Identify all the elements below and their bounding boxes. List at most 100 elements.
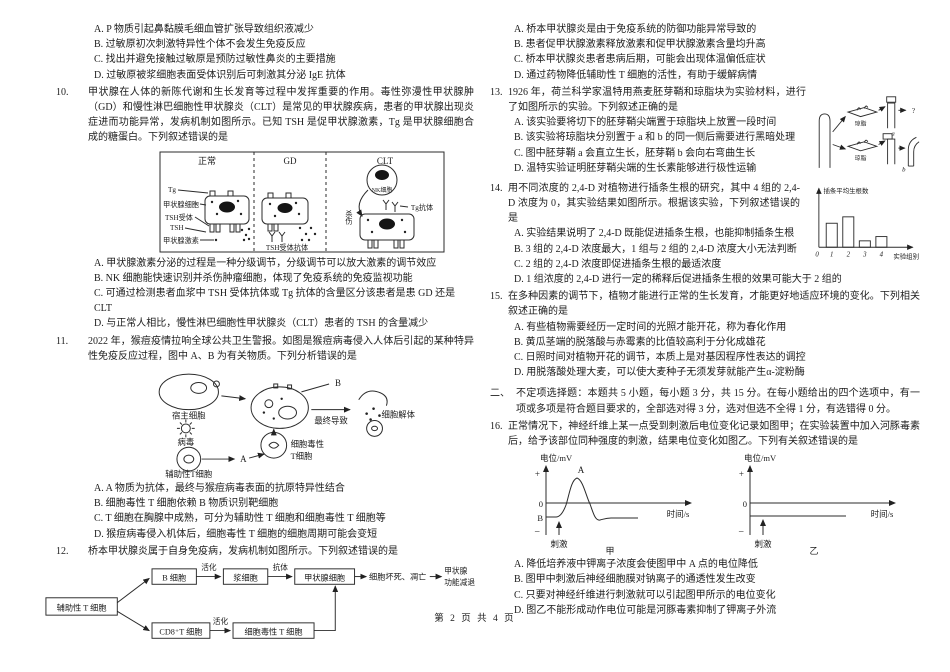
question-stem: 1926 年，荷兰科学家温特用燕麦胚芽鞘和琼脂块为实验材料，进行了如图所示的实验… xyxy=(508,86,806,114)
question-number: 13. xyxy=(490,86,503,98)
plus-label: + xyxy=(535,469,540,479)
question-14: 14. 插条平均生根数 实验组别 0 1 2 3 4 用不同浓度的 2, xyxy=(486,181,920,287)
question-number: 11. xyxy=(56,335,69,347)
graph-yi: 电位/mV + 0 − 时间/s 刺激 乙 xyxy=(738,453,896,555)
flow-cytotoxic-t: 细胞毒性 T 细胞 xyxy=(244,626,302,636)
stimulus-label: 刺激 xyxy=(754,539,772,549)
tg-label: Tg xyxy=(168,186,176,194)
substance-b-label: B xyxy=(335,378,341,388)
cell-lysis-label: 细胞解体 xyxy=(382,410,416,420)
thyroid-hormone-label: 甲状腺激素 xyxy=(163,236,199,245)
flow-activate-1: 活化 xyxy=(201,562,217,572)
option-c: C. 找出并避免接触过敏原是预防过敏性鼻炎的主要措施 xyxy=(94,54,336,66)
option-a: A. 降低培养液中钾离子浓度会使图甲中 A 点的电位降低 xyxy=(514,559,758,571)
question-stem: 甲状腺在人体的新陈代谢和生长发育等过程中发挥重要的作用。毒性弥漫性甲状腺肿（GD… xyxy=(88,86,474,144)
question-number: 15. xyxy=(490,291,503,303)
option-c: C. 只要对神经纤维进行刺激就可以引起图甲所示的电位变化 xyxy=(514,589,776,601)
bar-group-2 xyxy=(842,216,855,248)
option-b: B. 细胞毒性 T 细胞依赖 B 物质识别靶细胞 xyxy=(94,498,279,510)
tick-4: 4 xyxy=(880,251,884,258)
option-c: C. 桥本甲状腺炎患者患病后期，可能会出现体温偏低症状 xyxy=(514,54,766,66)
option-a: A. 甲状腺激素分泌的过程是一种分级调节，分级调节可以放大激素的调节效应 xyxy=(94,257,437,269)
seedling-a-label: a xyxy=(891,130,895,137)
section-2-heading: 二、 不定项选择题：本题共 5 小题，每小题 3 分，共 15 分。在每小题给出… xyxy=(486,386,920,416)
option-d: D. 猴痘病毒侵入机体后，细胞毒性 T 细胞的细胞周期可能会变短 xyxy=(94,528,378,540)
flow-necrosis: 细胞坏死、凋亡 xyxy=(369,572,426,582)
plus-label: + xyxy=(739,469,744,479)
minus-label: − xyxy=(738,527,744,538)
option-c: C. 2 组的 2,4-D 浓度即促进插条生根的最适浓度 xyxy=(514,258,722,270)
hashimoto-flowchart: 辅助性 T 细胞 B 细胞 活化 浆细胞 抗体 甲状腺细胞 CD8⁺T 细胞 xyxy=(44,561,475,650)
question-number: 14. xyxy=(490,182,503,194)
option-b: B. 患者促甲状腺激素释放激素和促甲状腺激素含量均升高 xyxy=(514,39,766,51)
bar-group-3 xyxy=(858,240,871,248)
option-a: A. 实验结果说明了 2,4-D 既能促进插条生根，也能抑制插条生根 xyxy=(514,228,795,240)
tsh-receptor-label: TSH受体 xyxy=(165,213,193,222)
zero-label: 0 xyxy=(539,499,543,509)
caption-jia: 甲 xyxy=(605,546,614,555)
y-axis-label: 电位/mV xyxy=(744,453,777,463)
tick-2: 2 xyxy=(847,251,851,258)
thyroid-mechanism-figure: 正常 GD CLT Tg 甲状腺细胞 TSH受体 TSH 甲状腺激素 xyxy=(150,150,474,254)
tsh-receptor-antibody-label: TSH受体抗体 xyxy=(266,243,308,252)
agar-label-2: 琼脂 xyxy=(855,154,867,162)
host-cell-label: 宿主细胞 xyxy=(172,411,206,421)
cytotoxic-t-label-1: 细胞毒性 xyxy=(291,439,325,449)
kill-label: 杀伤 xyxy=(345,209,353,225)
option-b: B. NK 细胞能快速识别并杀伤肿瘤细胞，体现了免疫系统的免疫监视功能 xyxy=(94,272,413,284)
question-12: 12. 桥本甲状腺炎属于自身免疫病，发病机制如图所示。下列叙述错误的是 辅助性 … xyxy=(40,544,475,650)
option-c: C. 图中胚芽鞘 a 会直立生长，胚芽鞘 b 会向右弯曲生长 xyxy=(514,147,756,159)
tsh-label: TSH xyxy=(170,224,184,232)
flow-result-2: 功能减退 xyxy=(444,577,475,587)
option-a: A. 有些植物需要经历一定时间的光照才能开花，称为春化作用 xyxy=(514,321,787,333)
option-a: A. 桥本甲状腺炎是由于免疫系统的防御功能异常导致的 xyxy=(514,24,757,35)
point-a-label: A xyxy=(578,465,585,475)
option-d: D. 通过药物降低辅助性 T 细胞的活性，有助于缓解病情 xyxy=(514,69,758,81)
flow-b-cell: B 细胞 xyxy=(162,572,186,582)
question-11: 11. 2022 年，猴痘疫情拉响全球公共卫生警报。如图是猴痘病毒侵入人体后引起… xyxy=(40,334,474,542)
option-d: D. 1 组浓度的 2,4-D 进行一定的稀释后促进插条生根的效果可能大于 2 … xyxy=(514,274,842,286)
question-number: 12. xyxy=(56,545,69,557)
question-mark-label: ? xyxy=(912,107,915,115)
zero-label: 0 xyxy=(743,499,747,509)
tick-1: 1 xyxy=(830,251,833,258)
seedling-b-label: b xyxy=(902,166,906,173)
option-d: D. 图乙不能形成动作电位可能是河豚毒素抑制了钾离子外流 xyxy=(514,604,777,616)
tick-3: 3 xyxy=(862,251,867,258)
flow-antibody: 抗体 xyxy=(273,562,289,572)
option-b: B. 过敏原初次刺激特异性个体不会发生免疫反应 xyxy=(94,39,306,51)
question-16: 16. 正常情况下，神经纤维上某一点受到刺激后电位变化记录如图甲；在实验装置中加… xyxy=(486,419,920,618)
went-experiment-figure: 琼脂 a ? 琼脂 xyxy=(818,96,920,173)
question-stem: 2022 年，猴痘疫情拉响全球公共卫生警报。如图是猴痘病毒侵入人体后引起的某种特… xyxy=(88,335,474,362)
question-15: 15. 在多种因素的调节下，植物才能进行正常的生长发育，才能更好地适应环境的变化… xyxy=(486,289,920,380)
rooting-bar-chart: 插条平均生根数 实验组别 0 1 2 3 4 xyxy=(815,186,919,260)
option-b: B. 黄瓜茎端的脱落酸与赤霉素的比值较高利于分化成雄花 xyxy=(514,336,766,348)
minus-label: − xyxy=(534,527,540,538)
option-d: D. 与正常人相比，慢性淋巴细胞性甲状腺炎（CLT）患者的 TSH 的含量减少 xyxy=(94,318,429,330)
point-b-label: B xyxy=(537,513,543,523)
potential-graphs: 电位/mV + 0 − B 时间/s A 刺激 甲 电位/mV xyxy=(510,451,920,555)
thyroid-cell-label: 甲状腺细胞 xyxy=(163,200,199,209)
option-a: A. A 物质为抗体，最终与猴痘病毒表面的抗原特异性结合 xyxy=(94,483,345,495)
question-12-options: A. 桥本甲状腺炎是由于免疫系统的防御功能异常导致的 B. 患者促甲状腺激素释放… xyxy=(486,22,920,83)
question-stem: 正常情况下，神经纤维上某一点受到刺激后电位变化记录如图甲；在实验装置中加入河豚毒… xyxy=(508,420,920,448)
option-a: A. 该实验要将切下的胚芽鞘尖端置于琼脂块上放置一段时间 xyxy=(514,117,777,129)
option-b: B. 3 组的 2,4-D 浓度最大，1 组与 2 组的 2,4-D 浓度大小无… xyxy=(514,243,797,255)
question-stem: 用不同浓度的 2,4-D 对植物进行插条生根的研究，其中 4 组的 2,4-D … xyxy=(508,182,800,225)
tg-antibody-label: Tg抗体 xyxy=(411,203,433,212)
panel-normal-title: 正常 xyxy=(198,155,216,166)
question-stem: 桥本甲状腺炎属于自身免疫病，发病机制如图所示。下列叙述错误的是 xyxy=(88,545,398,557)
panel-clt-title: CLT xyxy=(377,156,394,166)
chart-y-label: 插条平均生根数 xyxy=(823,186,869,195)
flow-activate-2: 活化 xyxy=(213,616,229,626)
option-c: C. 可通过检测患者血浆中 TSH 受体抗体或 Tg 抗体的含量区分该患者是患 … xyxy=(94,288,456,315)
nk-cell-label: NK细胞 xyxy=(372,186,393,194)
bar-group-4 xyxy=(875,235,888,248)
question-13: 13. 琼脂 a ? xyxy=(486,85,920,179)
page-number: 第 2 页 共 4 页 xyxy=(434,614,516,624)
section-instructions: 不定项选择题：本题共 5 小题，每小题 3 分，共 15 分。在每小题给出的四个… xyxy=(516,388,920,415)
bar-group-1 xyxy=(825,222,838,248)
leads-to-label: 最终导致 xyxy=(314,416,348,426)
option-d: D. 用脱落酸处理大麦，可以使大麦种子无须发芽就能产生α-淀粉酶 xyxy=(514,367,805,379)
